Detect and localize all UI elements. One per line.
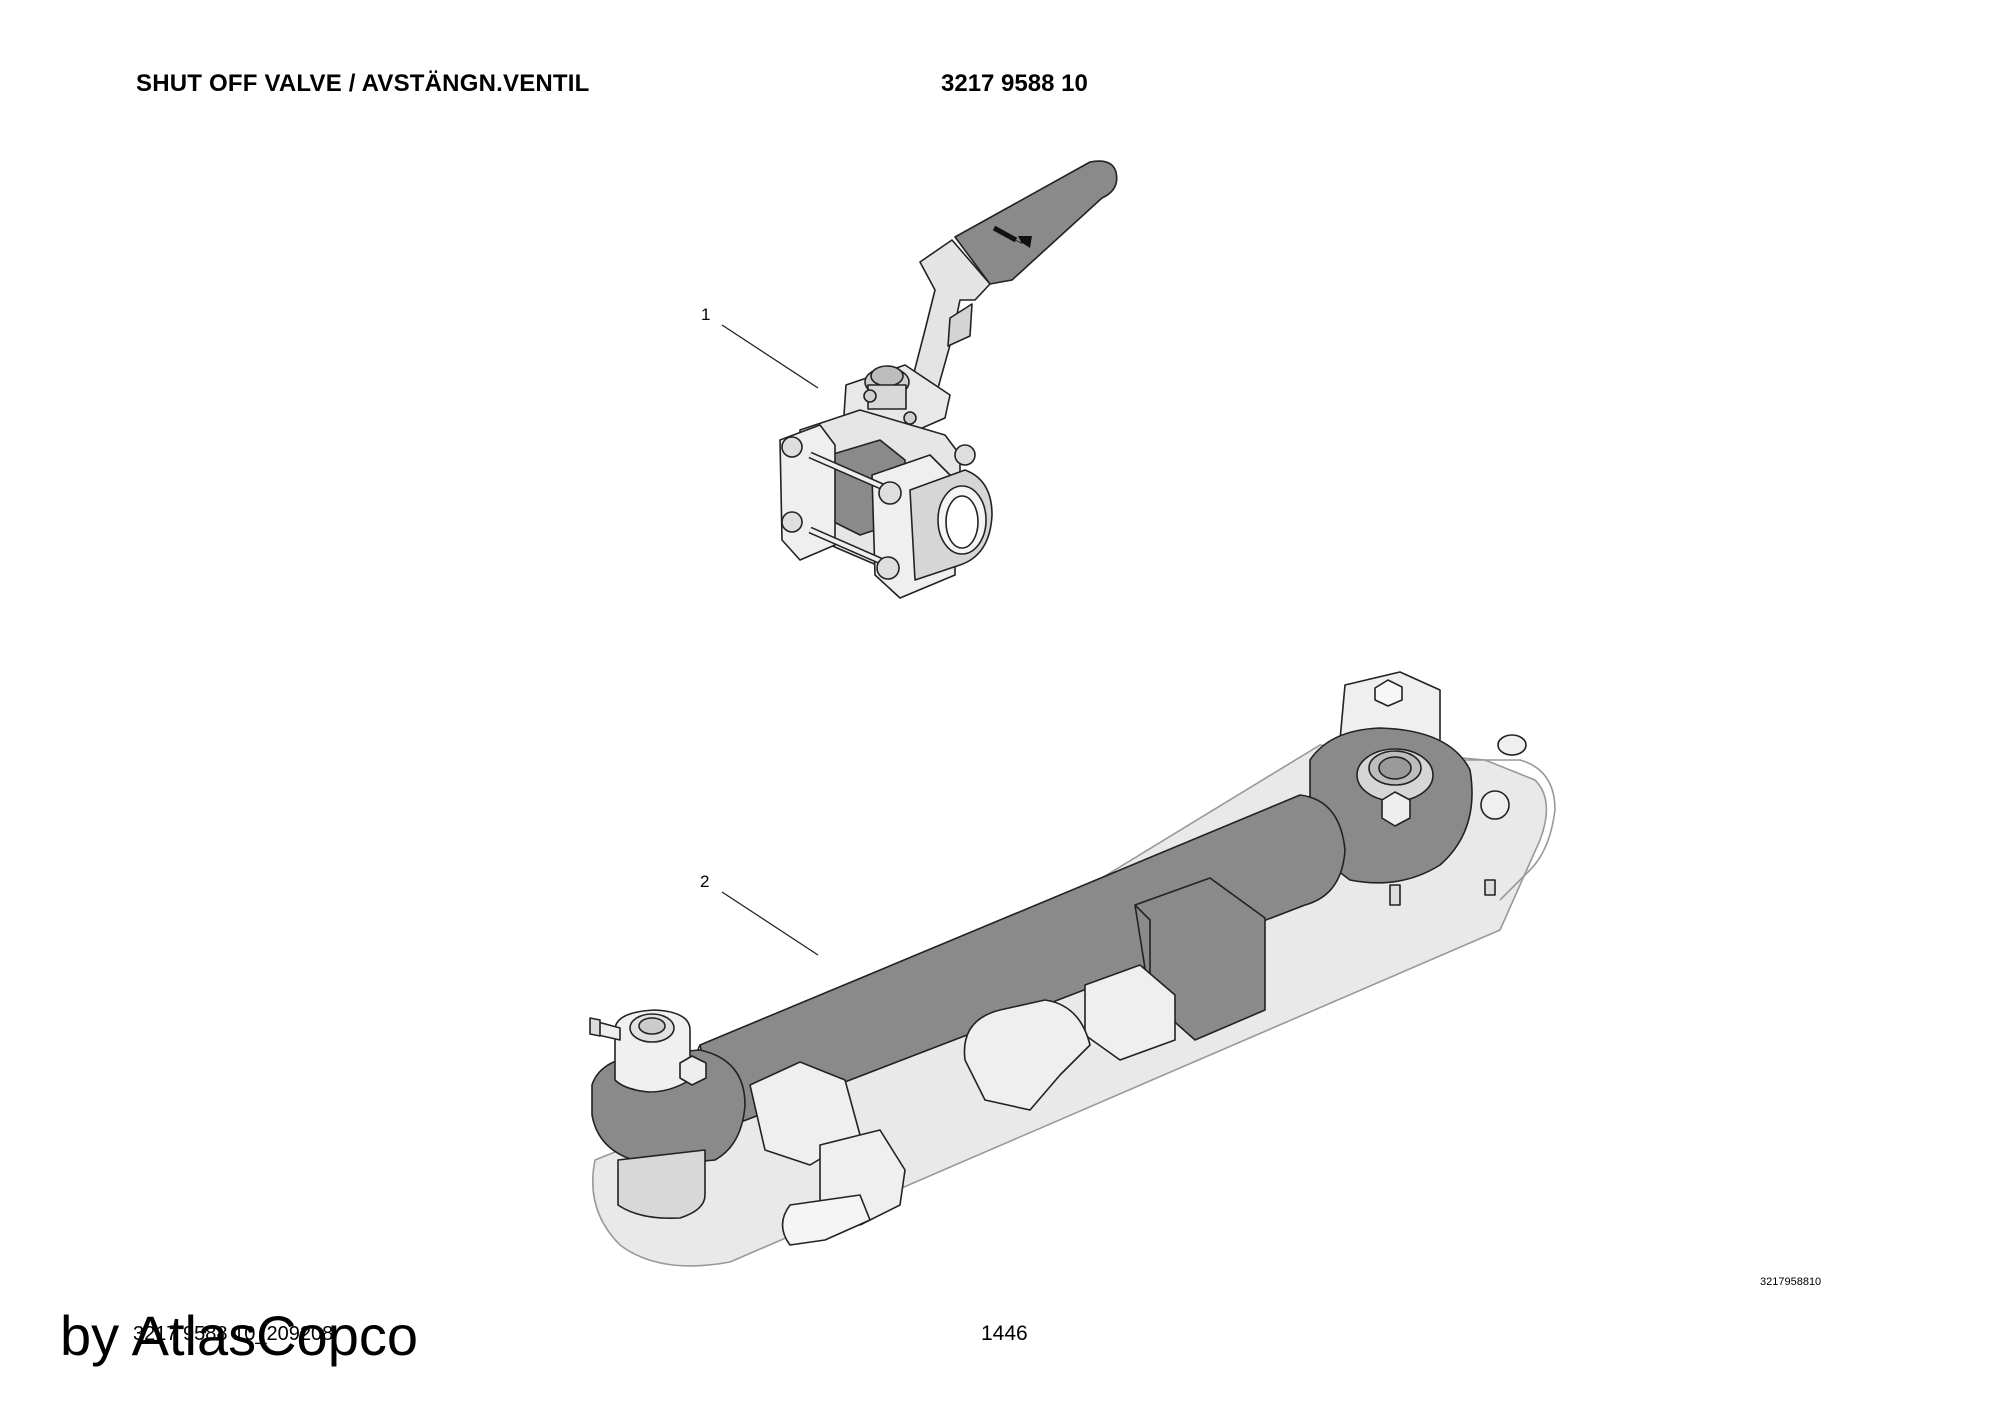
cylinder-assembly-drawing [589,671,1556,1267]
footer-doc-ref: 3217 9588 10_209208 [133,1323,334,1345]
part-number: 3217 9588 10 [941,70,1088,97]
callout-2-label: 2 [700,872,710,891]
leader-line-1 [721,324,819,389]
page-number: 1446 [981,1322,1028,1345]
watermark-text: by AtlasCopco [60,1304,418,1367]
callout-1-label: 1 [701,305,711,324]
ball-valve-drawing [779,160,1118,599]
leader-line-2 [721,891,819,956]
image-code: 3217958810 [1760,1276,1822,1288]
page-title: SHUT OFF VALVE / AVSTÄNGN.VENTIL [136,70,590,97]
